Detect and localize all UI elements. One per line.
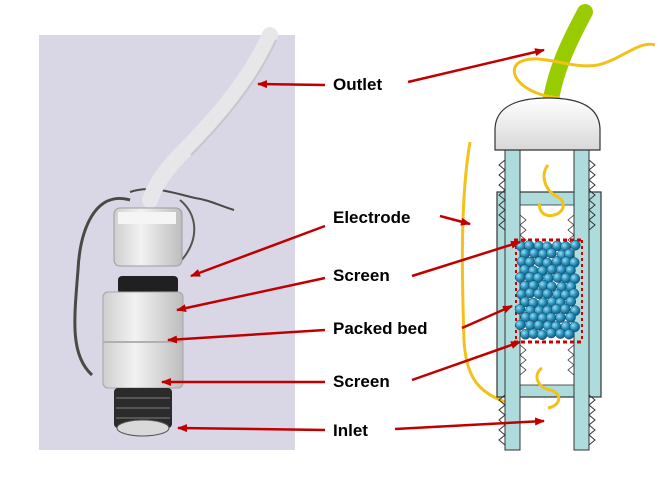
bead	[565, 296, 577, 307]
cap	[494, 97, 601, 151]
label-electrode: Electrode	[333, 208, 410, 227]
green-outlet-tube	[542, 4, 593, 113]
label-outlet: Outlet	[333, 75, 382, 94]
outlet-tube	[142, 27, 278, 208]
electrode-coil-low	[535, 366, 561, 410]
label-screen-top: Screen	[333, 266, 390, 285]
arrow-inlet-left	[177, 424, 326, 433]
arrow-outlet-left	[257, 80, 326, 89]
bead	[545, 327, 557, 339]
label-screen-bottom: Screen	[333, 372, 390, 391]
nut-highlight	[118, 212, 176, 224]
bead	[546, 247, 557, 259]
arrow-electrode-right	[439, 214, 471, 226]
bead	[569, 321, 580, 333]
bead	[570, 239, 581, 251]
bead	[532, 272, 544, 284]
black-ring	[118, 276, 178, 294]
bead	[560, 272, 572, 284]
bead	[563, 328, 575, 340]
label-packed-bed: Packed bed	[333, 319, 428, 338]
label-inlet: Inlet	[333, 421, 368, 440]
arrow-packed-bed-left	[167, 328, 326, 344]
tube-wall-left	[504, 149, 521, 451]
arrow-screen-bottom-right	[411, 340, 521, 382]
electrode-wire-left	[460, 141, 516, 407]
arrow-screen-top-left	[176, 276, 326, 313]
tube-shade	[190, 39, 277, 156]
bead	[565, 312, 576, 323]
arrow-electrode-left	[190, 224, 326, 278]
bead	[533, 319, 545, 331]
callout-arrows	[161, 48, 545, 433]
bead	[533, 288, 544, 299]
cross-section-schematic	[460, 4, 656, 451]
packed-bed-beads	[514, 239, 581, 341]
arrow-screen-top-right	[411, 240, 521, 278]
bead	[528, 328, 539, 339]
bead	[565, 265, 576, 276]
electrode-coil-top	[512, 42, 656, 100]
bead	[514, 304, 526, 315]
arrow-inlet-right	[394, 417, 545, 431]
bead	[536, 329, 548, 341]
thread-right	[588, 159, 596, 446]
fitting-end	[116, 419, 170, 437]
thread-left	[498, 159, 506, 446]
bead	[515, 319, 526, 331]
wire-left	[73, 196, 131, 377]
wire-loop	[179, 199, 196, 263]
arrow-outlet-right	[407, 48, 545, 84]
bead	[555, 312, 566, 323]
device-photo	[39, 27, 295, 450]
arrow-packed-bed-right	[461, 304, 513, 330]
electrode-coil-mid	[538, 164, 565, 218]
